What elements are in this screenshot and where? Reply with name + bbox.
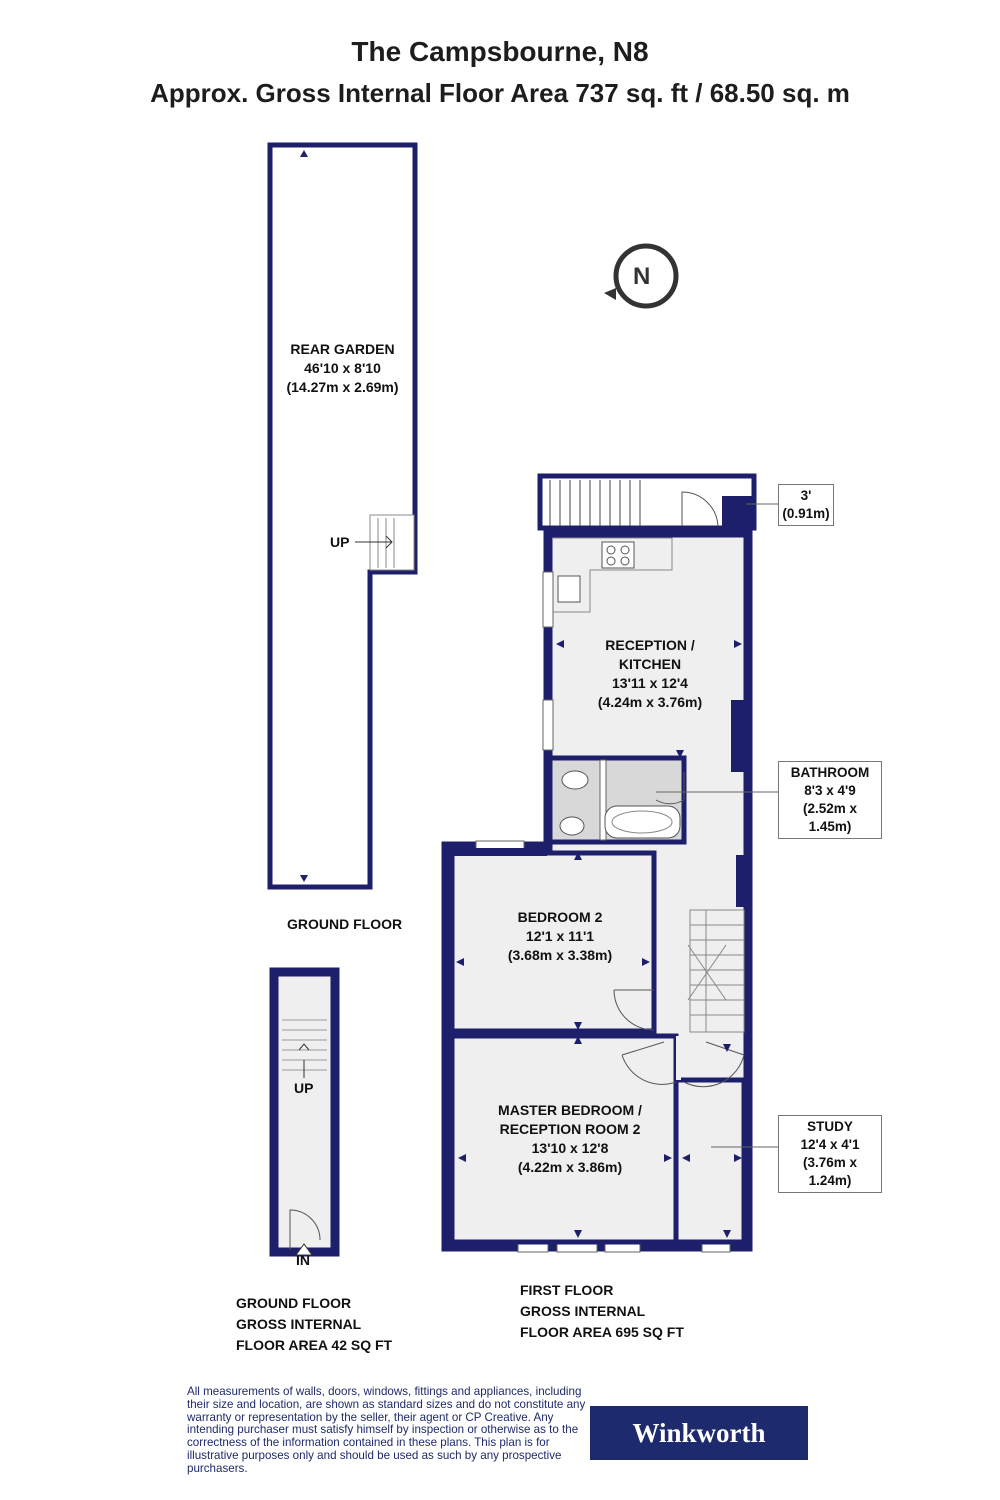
first-floor-area: FIRST FLOOR GROSS INTERNAL FLOOR AREA 69… [520,1280,684,1343]
room-name-line2: KITCHEN [618,656,682,672]
room-metric: (4.22m x 3.86m) [517,1159,623,1175]
area-line: FLOOR AREA 42 SQ FT [236,1337,393,1353]
dimension-metric: (0.91m) [782,506,830,521]
master-bedroom-label: MASTER BEDROOM / RECEPTION ROOM 2 13'10 … [470,1101,670,1177]
area-line: GROUND FLOOR [236,1295,352,1311]
reception-kitchen-label: RECEPTION / KITCHEN 13'11 x 12'4 (4.24m … [555,636,745,712]
bathroom-label-box: BATHROOM 8'3 x 4'9 (2.52m x 1.45m) [778,761,882,839]
plan-subtitle: Approx. Gross Internal Floor Area 737 sq… [150,78,850,108]
room-imperial: 12'1 x 11'1 [525,928,595,944]
room-imperial: 13'10 x 12'8 [531,1140,609,1156]
area-line: GROSS INTERNAL [236,1316,362,1332]
up-label-garden: UP [330,534,350,550]
compass-letter: N [633,263,651,290]
room-name: REAR GARDEN [290,341,395,357]
compass-icon [604,243,679,309]
room-name: STUDY [807,1119,853,1134]
brand-logo: Winkworth [590,1406,808,1460]
area-line: FIRST FLOOR [520,1282,614,1298]
disclaimer-text: All measurements of walls, doors, window… [187,1385,586,1475]
bedroom2-label: BEDROOM 2 12'1 x 11'1 (3.68m x 3.38m) [470,908,650,965]
area-line: FLOOR AREA 695 SQ FT [520,1324,684,1340]
ground-floor-area: GROUND FLOOR GROSS INTERNAL FLOOR AREA 4… [236,1293,392,1356]
room-metric: (3.76m x 1.24m) [802,1155,858,1188]
rear-garden-outline [267,142,418,890]
room-imperial: 46'10 x 8'10 [304,360,381,376]
room-metric: (4.24m x 3.76m) [597,694,703,710]
room-name-line1: MASTER BEDROOM / [498,1102,642,1118]
balcony-width-box: 3' (0.91m) [778,484,834,526]
room-metric: (14.27m x 2.69m) [286,379,399,395]
room-imperial: 8'3 x 4'9 [804,783,856,798]
room-imperial: 13'11 x 12'4 [612,675,688,691]
ground-floor-hall-outline [269,967,340,1257]
study-label-box: STUDY 12'4 x 4'1 (3.76m x 1.24m) [778,1115,882,1193]
area-line: GROSS INTERNAL [520,1303,646,1319]
first-floor-outline [441,473,778,1253]
rear-garden-label: REAR GARDEN 46'10 x 8'10 (14.27m x 2.69m… [270,340,415,397]
room-imperial: 12'4 x 4'1 [800,1137,860,1152]
room-metric: (2.52m x 1.45m) [802,801,858,834]
plan-title: The Campsbourne, N8 [351,36,649,67]
room-metric: (3.68m x 3.38m) [507,947,613,963]
entrance-label: IN [296,1252,310,1268]
room-name: BATHROOM [790,765,870,780]
ground-floor-label: GROUND FLOOR [287,916,403,932]
room-name-line2: RECEPTION ROOM 2 [499,1121,641,1137]
dimension-imperial: 3' [800,488,812,503]
up-label-hall: UP [294,1080,314,1096]
room-name-line1: RECEPTION / [605,637,695,653]
room-name: BEDROOM 2 [517,909,603,925]
